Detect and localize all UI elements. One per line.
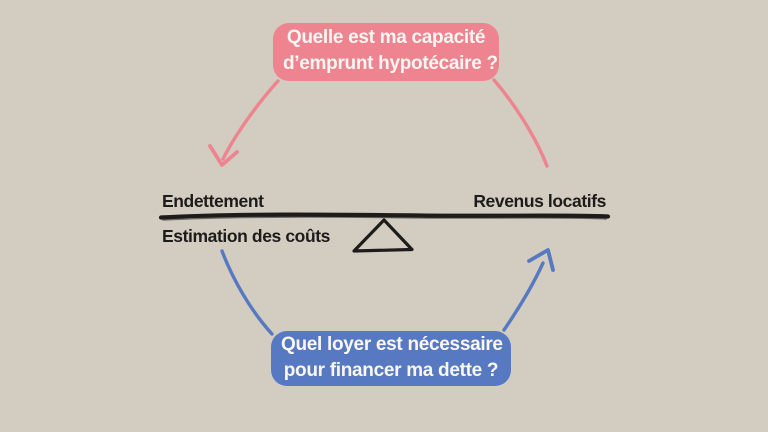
curved-line-down-left-icon xyxy=(220,249,274,336)
curved-arrow-up-right-icon xyxy=(502,261,545,332)
arrowhead-up-right-icon xyxy=(527,248,555,272)
bottom-question-line1: Quel loyer est nécessaire xyxy=(281,333,503,355)
curved-arrow-down-left-icon xyxy=(221,79,280,161)
top-question-line2: d’emprunt hypotécaire ? xyxy=(283,53,498,74)
balance-beam-sketch-icon xyxy=(162,216,607,221)
triangle-fulcrum-icon xyxy=(352,218,414,253)
arrowhead-down-left-icon xyxy=(208,144,239,167)
top-question-line1: Quelle est ma capacité xyxy=(286,27,486,48)
estimation-des-couts-label: Estimation des coûts xyxy=(162,226,331,246)
bottom-question-line2: pour financer ma dette ? xyxy=(283,359,499,381)
curved-line-up-right-icon xyxy=(492,78,549,168)
balance-beam-icon xyxy=(158,212,611,220)
revenus-locatifs-label: Revenus locatifs xyxy=(473,191,606,211)
endettement-label: Endettement xyxy=(162,191,264,211)
bottom-question-bubble: Quel loyer est nécessaire pour financer … xyxy=(271,331,511,386)
top-question-bubble: Quelle est ma capacité d’emprunt hypotéc… xyxy=(273,23,499,81)
